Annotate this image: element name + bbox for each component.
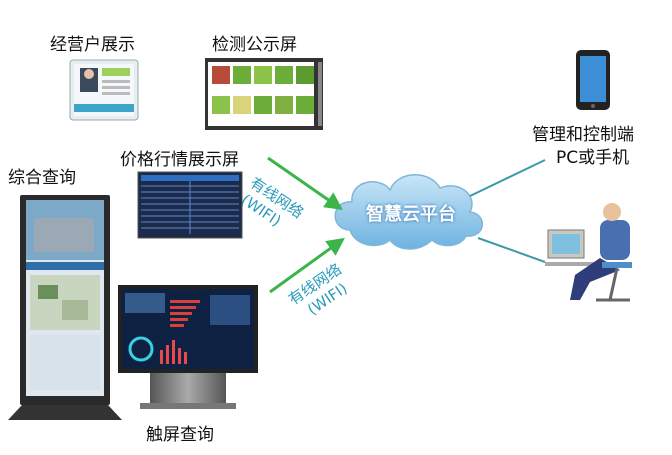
- link-to-phone: [469, 159, 546, 197]
- operator-display-device: [69, 59, 139, 121]
- test-screen-device: [205, 58, 323, 130]
- touch-table-device: [118, 285, 258, 409]
- cloud-platform-label: 智慧云平台: [366, 204, 456, 225]
- link-to-pc: [477, 237, 546, 263]
- manage-label-line2: PC或手机: [556, 148, 630, 168]
- phone-device: [576, 50, 610, 110]
- price-display-label: 价格行情展示屏: [120, 150, 239, 170]
- wifi-arrow-2: [269, 237, 345, 294]
- kiosk-query-label: 综合查询: [8, 168, 76, 188]
- cloud-platform: [334, 174, 483, 250]
- operator-display-label: 经营户展示: [50, 35, 135, 55]
- test-screen-label: 检测公示屏: [212, 35, 297, 55]
- manage-label-line1: 管理和控制端: [532, 125, 634, 145]
- wifi-arrow-1: [267, 156, 343, 211]
- touch-query-label: 触屏查询: [146, 425, 214, 445]
- pc-operator-device: [545, 203, 632, 302]
- kiosk-device: [8, 195, 122, 420]
- price-display-device: [137, 171, 243, 239]
